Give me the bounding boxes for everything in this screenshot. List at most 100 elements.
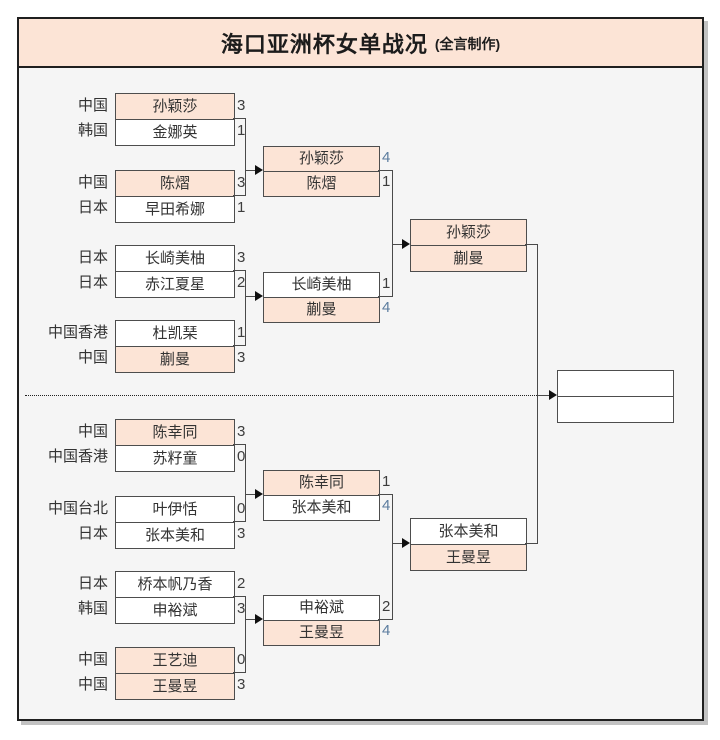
country-label: 中国香港 — [47, 448, 108, 465]
connector-line — [233, 195, 245, 196]
player-cell: 王曼昱 — [411, 544, 526, 570]
match-box-sf-1: 孙颖莎 蒯曼 — [410, 219, 527, 272]
country-label: 日本 — [77, 199, 108, 216]
connector-line — [233, 672, 245, 673]
score-value: 0 — [237, 500, 246, 517]
player-cell: 张本美和 — [411, 519, 526, 544]
country-label: 韩国 — [77, 122, 108, 139]
player-cell: 蒯曼 — [264, 297, 379, 322]
score-value: 1 — [237, 324, 246, 341]
score-value: 3 — [237, 97, 246, 114]
score-value: 4 — [382, 622, 391, 639]
score-value: 3 — [237, 349, 246, 366]
country-label: 中国 — [77, 349, 108, 366]
connector-line — [245, 296, 255, 297]
score-value: 2 — [237, 274, 246, 291]
player-cell: 赤江夏星 — [116, 271, 234, 297]
half-divider-dotted-line — [25, 395, 537, 396]
connector-line — [392, 543, 402, 544]
score-value: 1 — [237, 199, 246, 216]
connector-line — [245, 118, 246, 196]
score-value: 1 — [382, 173, 391, 190]
connector-line — [245, 619, 255, 620]
player-cell: 张本美和 — [116, 522, 234, 548]
player-cell: 孙颖莎 — [411, 220, 526, 245]
score-value: 3 — [237, 525, 246, 542]
player-cell: 苏籽童 — [116, 445, 234, 471]
connector-line — [233, 444, 245, 445]
player-cell: 杜凯琹 — [116, 321, 234, 346]
arrow-right-icon — [402, 538, 410, 548]
arrow-right-icon — [255, 165, 263, 175]
connector-line — [378, 170, 392, 171]
match-box-r1-4: 杜凯琹 蒯曼 — [115, 320, 235, 373]
country-label: 日本 — [77, 575, 108, 592]
connector-line — [537, 395, 549, 396]
score-value: 3 — [237, 249, 246, 266]
connector-line — [245, 170, 255, 171]
score-value: 1 — [237, 122, 246, 139]
score-value: 4 — [382, 497, 391, 514]
connector-line — [245, 444, 246, 522]
player-cell: 陈幸同 — [116, 420, 234, 445]
arrow-right-icon — [402, 239, 410, 249]
country-label: 中国 — [77, 651, 108, 668]
connector-line — [392, 244, 402, 245]
connector-line — [233, 270, 245, 271]
match-box-r1-6: 叶伊恬 张本美和 — [115, 496, 235, 549]
player-cell: 孙颖莎 — [264, 147, 379, 171]
connector-line — [392, 494, 393, 620]
player-cell: 陈幸同 — [264, 471, 379, 495]
match-box-r1-8: 王艺迪 王曼昱 — [115, 647, 235, 700]
title-bar: 海口亚洲杯女单战况 (全言制作) — [19, 19, 702, 68]
country-label: 中国 — [77, 676, 108, 693]
score-value: 3 — [237, 174, 246, 191]
player-cell: 孙颖莎 — [116, 94, 234, 119]
connector-line — [525, 543, 537, 544]
country-label: 中国 — [77, 174, 108, 191]
connector-line — [245, 494, 255, 495]
country-label: 韩国 — [77, 600, 108, 617]
connector-line — [233, 596, 245, 597]
match-box-r2-1: 孙颖莎 陈熠 — [263, 146, 380, 197]
match-box-r1-7: 桥本帆乃香 申裕斌 — [115, 571, 235, 624]
country-label: 中国台北 — [47, 500, 108, 517]
connector-line — [233, 345, 245, 346]
title-credit: (全言制作) — [434, 36, 501, 52]
player-cell: 王曼昱 — [116, 673, 234, 699]
player-cell: 申裕斌 — [264, 596, 379, 620]
arrow-right-icon — [255, 614, 263, 624]
score-value: 1 — [382, 275, 391, 292]
player-cell-empty — [558, 371, 673, 396]
country-label: 日本 — [77, 525, 108, 542]
score-value: 3 — [237, 600, 246, 617]
connector-line — [378, 296, 392, 297]
player-cell: 申裕斌 — [116, 597, 234, 623]
player-cell: 张本美和 — [264, 495, 379, 520]
score-value: 1 — [382, 473, 391, 490]
match-box-r1-1: 孙颖莎 金娜英 — [115, 93, 235, 146]
page-title: 海口亚洲杯女单战况 — [220, 31, 428, 57]
score-value: 3 — [237, 676, 246, 693]
match-box-r2-3: 陈幸同 张本美和 — [263, 470, 380, 521]
player-cell: 长崎美柚 — [264, 273, 379, 297]
country-label: 中国 — [77, 97, 108, 114]
country-label: 日本 — [77, 274, 108, 291]
player-cell: 金娜英 — [116, 119, 234, 145]
player-cell: 早田希娜 — [116, 196, 234, 222]
country-label: 中国香港 — [47, 324, 108, 341]
match-box-r2-2: 长崎美柚 蒯曼 — [263, 272, 380, 323]
score-value: 4 — [382, 149, 391, 166]
player-cell: 蒯曼 — [116, 346, 234, 372]
match-box-r2-4: 申裕斌 王曼昱 — [263, 595, 380, 646]
score-value: 2 — [382, 598, 391, 615]
match-box-sf-2: 张本美和 王曼昱 — [410, 518, 527, 571]
score-value: 2 — [237, 575, 246, 592]
connector-line — [537, 244, 538, 544]
connector-line — [378, 494, 392, 495]
score-value: 0 — [237, 448, 246, 465]
connector-line — [245, 270, 246, 346]
match-box-r1-5: 陈幸同 苏籽童 — [115, 419, 235, 472]
score-value: 0 — [237, 651, 246, 668]
